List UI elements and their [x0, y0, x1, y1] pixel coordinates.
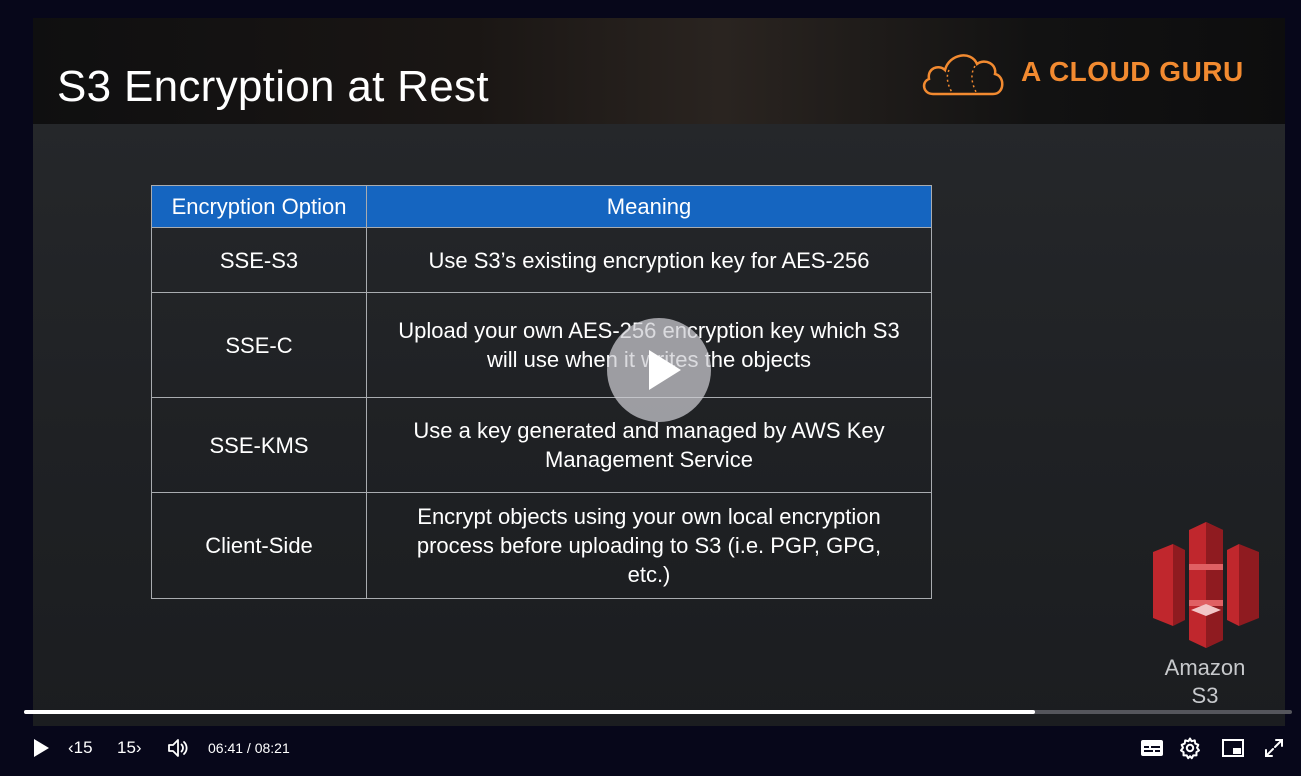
pip-button[interactable] — [1221, 734, 1245, 762]
pip-icon — [1222, 739, 1244, 757]
option-cell: SSE-C — [151, 292, 367, 398]
play-icon — [34, 739, 49, 757]
column-header-meaning: Meaning — [366, 185, 932, 228]
current-time: 06:41 — [208, 740, 244, 756]
forward-icon: › — [135, 738, 142, 757]
meaning-line: Use a key generated and managed by AWS K… — [413, 418, 885, 443]
meaning-line: etc.) — [627, 562, 671, 587]
play-icon — [649, 350, 681, 390]
progress-fill — [24, 710, 1036, 714]
meaning-line: Encrypt objects using your own local enc… — [417, 504, 881, 529]
brand-name: A CLOUD GURU — [1021, 56, 1244, 87]
option-cell: SSE-S3 — [151, 227, 367, 293]
settings-button[interactable] — [1178, 734, 1202, 762]
rewind-button[interactable]: ‹ 15 — [68, 734, 93, 762]
time-display: 06:41 / 08:21 — [208, 734, 290, 762]
meaning-line: process before uploading to S3 (i.e. PGP… — [416, 533, 882, 558]
video-frame[interactable]: S3 Encryption at Rest A CLOUD GURU Encry… — [33, 18, 1285, 726]
captions-icon — [1141, 740, 1163, 756]
slide-header: S3 Encryption at Rest A CLOUD GURU — [33, 18, 1285, 124]
duration: 08:21 — [254, 740, 290, 756]
captions-button[interactable] — [1140, 734, 1164, 762]
meaning-line: Use S3’s existing encryption key for AES… — [428, 247, 870, 273]
amazon-s3-icon — [1153, 522, 1259, 648]
table-row: SSE-S3 Use S3’s existing encryption key … — [151, 227, 932, 293]
forward-label: 15 — [117, 738, 136, 757]
s3-label-line: Amazon — [1164, 655, 1246, 680]
player-controls: ‹ 15 15 › 06:41 / 08:21 — [0, 726, 1301, 770]
rewind-label: 15 — [73, 738, 93, 757]
s3-label-line: S3 — [1191, 683, 1219, 708]
table-header-row: Encryption Option Meaning — [151, 185, 932, 228]
encryption-table: Encryption Option Meaning SSE-S3 Use S3’… — [151, 185, 932, 599]
big-play-button[interactable] — [607, 318, 711, 422]
option-cell: SSE-KMS — [151, 397, 367, 493]
fullscreen-icon — [1265, 739, 1283, 757]
meaning-cell: Use S3’s existing encryption key for AES… — [366, 227, 932, 293]
volume-button[interactable] — [166, 734, 190, 762]
slide-title: S3 Encryption at Rest — [57, 62, 489, 111]
table-row: SSE-C Upload your own AES-256 encryption… — [151, 292, 932, 398]
forward-button[interactable]: 15 › — [117, 734, 142, 762]
s3-label: Amazon S3 — [1145, 654, 1265, 710]
meaning-line: Management Service — [545, 447, 753, 472]
table-row: Client-Side Encrypt objects using your o… — [151, 492, 932, 599]
meaning-cell: Encrypt objects using your own local enc… — [366, 492, 932, 599]
option-cell: Client-Side — [151, 492, 367, 599]
progress-bar[interactable] — [24, 710, 1292, 714]
gear-icon — [1180, 737, 1200, 760]
play-button[interactable] — [30, 734, 52, 762]
fullscreen-button[interactable] — [1263, 734, 1285, 762]
table-row: SSE-KMS Use a key generated and managed … — [151, 397, 932, 493]
rewind-icon: ‹ — [68, 738, 74, 757]
time-separator: / — [243, 740, 255, 756]
brand-logo: A CLOUD GURU — [919, 44, 1244, 100]
column-header-option: Encryption Option — [151, 185, 367, 228]
volume-icon — [168, 739, 188, 757]
cloud-icon — [922, 54, 1004, 96]
